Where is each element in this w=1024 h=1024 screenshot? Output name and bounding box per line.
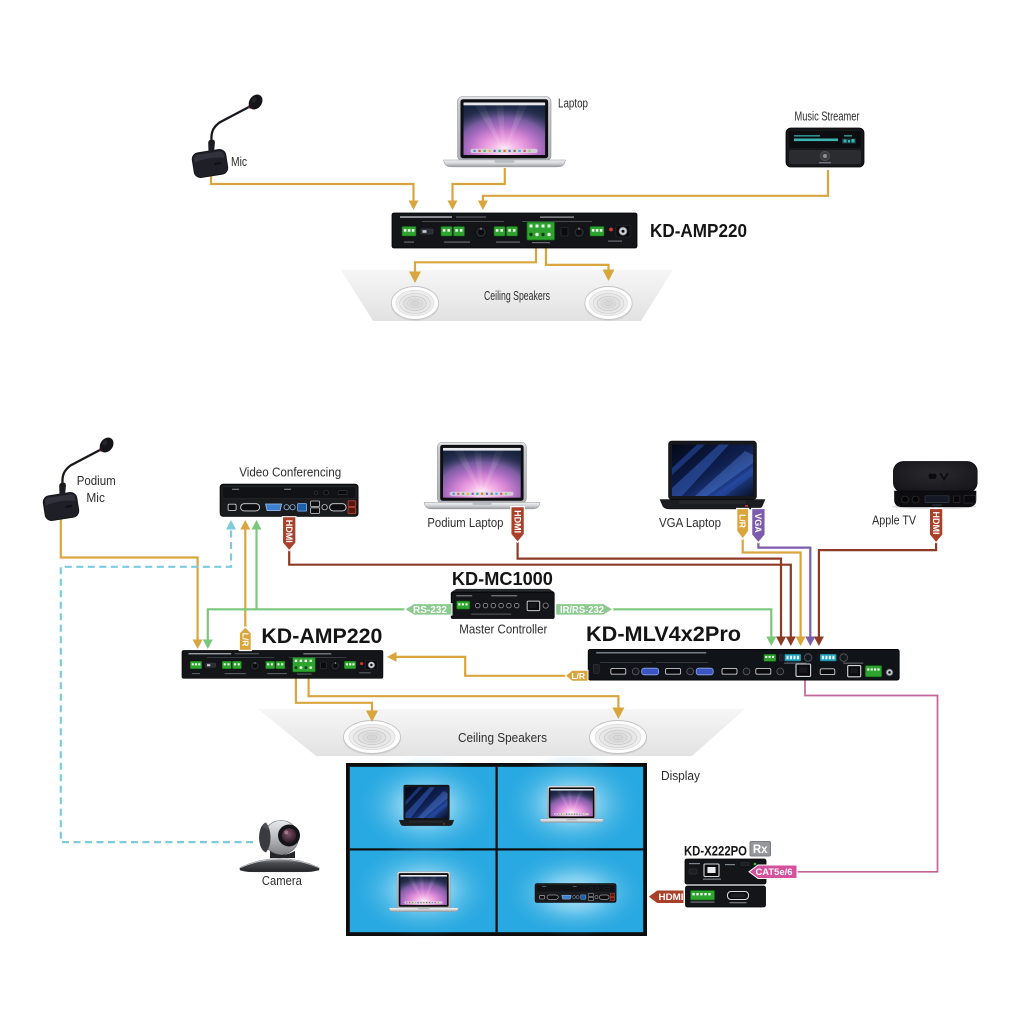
lr-badge-mlv-to-amp: L/R bbox=[564, 669, 589, 682]
bottom-ceiling-panel bbox=[258, 709, 745, 756]
podium-mic-label-line1: Podium bbox=[77, 473, 116, 488]
lr-badge-amp-to-vc: L/R bbox=[238, 626, 252, 652]
cable-podium-mic-to-amp bbox=[59, 517, 199, 641]
music-streamer-label: Music Streamer bbox=[795, 110, 860, 124]
hdmi-badge-vc: HDMI bbox=[281, 516, 297, 552]
vga-laptop bbox=[659, 440, 766, 510]
matrix-switcher-device bbox=[587, 648, 900, 681]
cable-camera-usb bbox=[59, 529, 253, 844]
display-content-laptop-1 bbox=[539, 785, 604, 823]
video-conferencing-label: Video Conferencing bbox=[239, 465, 341, 480]
display-label: Display bbox=[661, 768, 700, 783]
lr-badge-vga-laptop: L/R bbox=[736, 507, 750, 541]
cable-vga-laptop-vga-to-mlv bbox=[757, 541, 812, 638]
hdmi-badge-podium-laptop: HDMI bbox=[510, 506, 525, 544]
display-content-laptop-2 bbox=[388, 871, 459, 912]
cable-laptop-to-amp bbox=[451, 168, 506, 202]
top-section: Mic Laptop Music Streamer KD-AMP220 Ceil… bbox=[190, 90, 865, 322]
cable-vc-hdmi-to-mlv bbox=[288, 549, 792, 638]
cable-ir-rs232-to-mlv bbox=[612, 608, 773, 638]
video-conferencing-device bbox=[219, 483, 359, 517]
controller-model-label: KD-MC1000 bbox=[452, 569, 553, 589]
receiver-bottom-box bbox=[684, 885, 767, 908]
ir-rs232-badge: IR/RS-232 bbox=[555, 603, 614, 616]
svg-text:HDMI: HDMI bbox=[512, 510, 522, 533]
bottom-ceiling-speakers-label: Ceiling Speakers bbox=[458, 730, 547, 745]
display-content-codec bbox=[534, 883, 617, 903]
top-ceiling-speaker-right bbox=[583, 286, 634, 322]
rx-badge: Rx bbox=[749, 841, 771, 857]
svg-text:L/R: L/R bbox=[240, 633, 250, 647]
svg-text:L/R: L/R bbox=[738, 514, 748, 528]
top-ceiling-panel bbox=[341, 270, 673, 322]
cable-podium-laptop-hdmi-to-mlv bbox=[516, 541, 783, 638]
vga-badge-vga-laptop: VGA bbox=[751, 507, 766, 544]
svg-text:RS-232: RS-232 bbox=[413, 605, 447, 616]
cable-ribbon-badges: HDMI HDMI HDMI VGA L/R L/R bbox=[238, 506, 944, 904]
top-ceiling-speaker-left bbox=[390, 286, 440, 322]
bottom-cables bbox=[59, 517, 939, 873]
top-amplifier-label: KD-AMP220 bbox=[650, 220, 747, 241]
rs232-badge: RS-232 bbox=[403, 603, 453, 616]
apple-tv-label: Apple TV bbox=[872, 513, 916, 528]
controller-name-label: Master Controller bbox=[459, 622, 548, 637]
cable-streamer-to-amp bbox=[481, 170, 830, 202]
cable-mlv-cat5-to-rx bbox=[797, 680, 939, 873]
svg-text:Rx: Rx bbox=[753, 844, 768, 856]
display-wall bbox=[346, 754, 647, 938]
cable-amp-to-speaker-left-2 bbox=[294, 677, 374, 712]
svg-text:HDMI: HDMI bbox=[284, 520, 294, 543]
vga-laptop-label: VGA Laptop bbox=[659, 515, 721, 530]
receiver-model-label: KD-X222PO bbox=[684, 843, 747, 859]
cable-rs232-to-amp bbox=[206, 608, 405, 641]
apple-tv bbox=[891, 460, 979, 510]
top-cable-arrows bbox=[408, 200, 615, 283]
cable-amp-to-speaker-left bbox=[413, 246, 538, 273]
svg-text:CAT5e/6: CAT5e/6 bbox=[756, 867, 793, 878]
bottom-cable-arrows bbox=[192, 520, 824, 722]
laptop-label: Laptop bbox=[558, 96, 588, 111]
top-cables bbox=[209, 168, 830, 273]
cat5-badge: CAT5e/6 bbox=[748, 864, 798, 879]
bottom-ceiling-speaker-right bbox=[588, 720, 648, 756]
bottom-section: HDMI HDMI HDMI VGA L/R L/R bbox=[41, 433, 979, 938]
svg-text:IR/RS-232: IR/RS-232 bbox=[560, 605, 604, 616]
bottom-ceiling-speaker-left bbox=[342, 720, 402, 756]
cable-mic-to-amp bbox=[209, 173, 415, 202]
master-controller-device bbox=[450, 588, 555, 619]
laptop bbox=[443, 96, 566, 168]
bottom-amplifier-label: KD-AMP220 bbox=[261, 624, 382, 648]
svg-text:HDMI: HDMI bbox=[659, 892, 684, 903]
top-amplifier bbox=[392, 213, 637, 248]
display-content-laptop-dark bbox=[398, 784, 455, 827]
podium-laptop bbox=[423, 441, 541, 510]
hdmi-badge-rx-to-display: HDMI bbox=[647, 889, 685, 904]
mic-label: Mic bbox=[231, 154, 247, 169]
bottom-amplifier bbox=[182, 651, 383, 679]
cable-mlv-audio-to-amp bbox=[396, 655, 566, 677]
cable-apple-tv-hdmi-to-mlv bbox=[817, 541, 938, 638]
cable-amp-to-speaker-right-2 bbox=[307, 677, 620, 709]
matrix-switcher-label: KD-MLV4x2Pro bbox=[586, 623, 741, 646]
podium-laptop-label: Podium Laptop bbox=[427, 515, 503, 530]
svg-text:VGA: VGA bbox=[753, 513, 763, 533]
top-ceiling-speakers-label: Ceiling Speakers bbox=[484, 289, 550, 303]
podium-mic-label-line2: Mic bbox=[86, 490, 105, 505]
svg-text:L/R: L/R bbox=[571, 671, 585, 681]
cable-amp-to-speaker-right bbox=[544, 246, 610, 271]
camera-label: Camera bbox=[262, 873, 303, 888]
cable-vga-laptop-audio-to-mlv bbox=[741, 537, 802, 638]
hdmi-badge-apple-tv: HDMI bbox=[928, 507, 944, 544]
music-streamer bbox=[785, 127, 865, 168]
svg-text:HDMI: HDMI bbox=[931, 512, 941, 535]
